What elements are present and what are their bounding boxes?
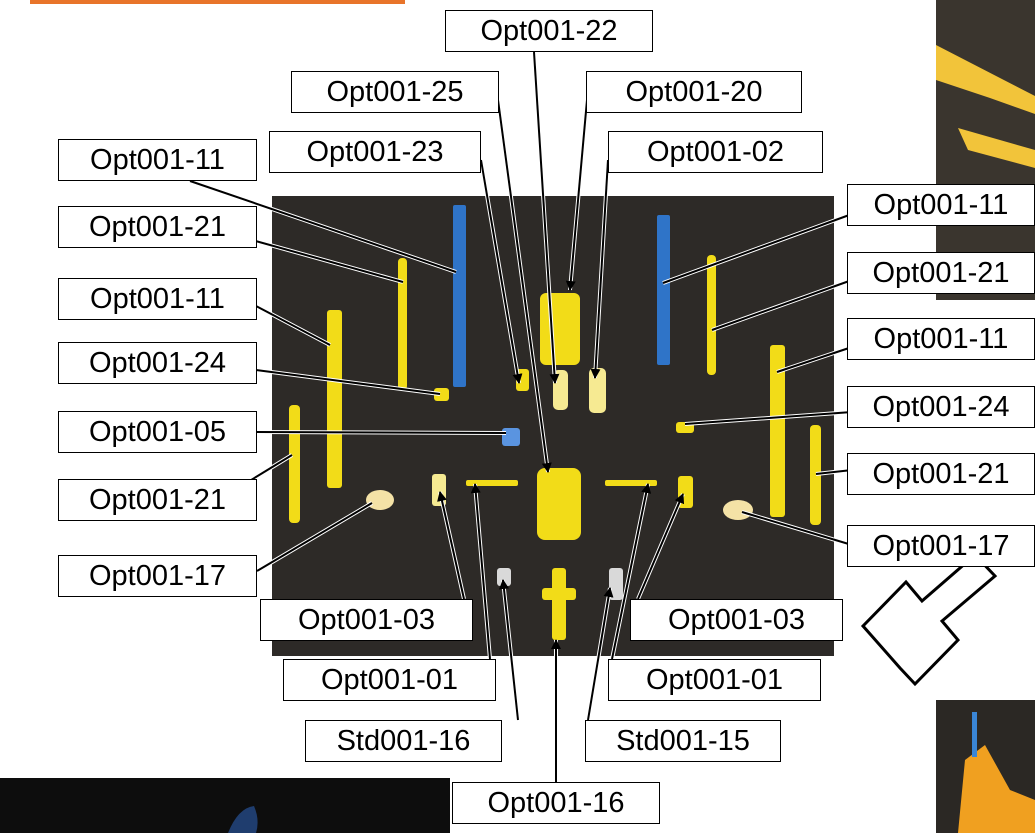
label-opt001-11-left-2: Opt001-11 [58, 278, 257, 320]
label-opt001-21-right-2: Opt001-21 [847, 453, 1035, 495]
leader-line-opt001-20 [565, 99, 588, 291]
part-blade-right-2 [770, 345, 785, 517]
leader-line-opt001-11-l2 [255, 305, 331, 346]
label-opt001-24-left: Opt001-24 [58, 342, 257, 384]
leader-line-opt001-25 [497, 99, 552, 473]
label-std001-16: Std001-16 [305, 720, 502, 762]
leader-line-opt001-21-r2 [815, 469, 853, 475]
part-blade-left-1 [398, 258, 407, 390]
part-armor-top [540, 293, 580, 365]
leader-line-opt001-03-l [437, 491, 465, 600]
leader-line-opt001-11-l1 [189, 180, 457, 273]
hollow-arrow-icon [860, 552, 998, 687]
part-hand-left [366, 490, 394, 510]
leader-line-opt001-21-l1 [251, 239, 404, 283]
part-peg-right [589, 368, 606, 413]
label-opt001-23: Opt001-23 [269, 131, 481, 173]
parts-photo [272, 196, 834, 656]
part-blade-left-3 [289, 405, 300, 523]
label-opt001-16: Opt001-16 [452, 782, 660, 824]
label-opt001-02: Opt001-02 [608, 131, 823, 173]
leader-line-opt001-11-r1 [662, 213, 853, 284]
label-opt001-21-left-1: Opt001-21 [58, 206, 257, 248]
label-opt001-21-right-1: Opt001-21 [847, 252, 1035, 294]
label-opt001-22: Opt001-22 [445, 10, 653, 52]
label-opt001-25: Opt001-25 [291, 71, 499, 113]
photo-inset-bottom-left [0, 778, 450, 833]
label-opt001-11-right-2: Opt001-11 [847, 318, 1035, 360]
label-opt001-03-right: Opt001-03 [630, 599, 843, 641]
part-blade-right-1 [707, 255, 716, 375]
part-blue-blade-right [657, 215, 670, 365]
header-accent-bar [30, 0, 405, 4]
leader-line-opt001-24-l [255, 369, 441, 395]
label-opt001-01-right: Opt001-01 [608, 659, 821, 701]
leader-line-opt001-23 [480, 159, 523, 384]
leader-line-opt001-21-r1 [711, 279, 853, 331]
label-std001-15: Std001-15 [585, 720, 781, 762]
part-cross-vertical [552, 568, 566, 640]
label-opt001-05: Opt001-05 [58, 411, 257, 453]
leader-line-opt001-02 [590, 159, 609, 379]
label-opt001-03-left: Opt001-03 [260, 599, 473, 641]
leader-line-opt001-01-r [611, 483, 652, 660]
leader-line-opt001-05 [256, 431, 507, 434]
label-opt001-11-left-1: Opt001-11 [58, 139, 257, 181]
leader-line-opt001-17-r [741, 511, 853, 546]
label-opt001-01-left: Opt001-01 [283, 659, 496, 701]
leader-line-std001-15 [587, 587, 614, 721]
label-opt001-11-right-1: Opt001-11 [847, 184, 1035, 226]
part-blade-right-3 [810, 425, 821, 525]
part-armor-center [537, 468, 581, 540]
leader-line-opt001-22 [533, 51, 560, 384]
leader-line-std001-16 [498, 579, 519, 721]
leader-line-opt001-01-l [470, 483, 491, 660]
label-opt001-17-right: Opt001-17 [847, 525, 1035, 567]
label-opt001-20: Opt001-20 [586, 71, 802, 113]
label-opt001-21-left-2: Opt001-21 [58, 479, 257, 521]
leader-line-opt001-03-r [637, 493, 685, 600]
part-grey-right [609, 568, 623, 600]
part-small-left [434, 388, 449, 401]
label-opt001-17-left: Opt001-17 [58, 555, 257, 597]
part-blue-blade-left [453, 205, 466, 387]
label-opt001-24-right: Opt001-24 [847, 386, 1035, 428]
part-cross-horizontal [542, 588, 576, 600]
leader-line-opt001-24-r [684, 411, 853, 425]
part-blade-left-2 [327, 310, 342, 488]
photo-inset-top-right [936, 0, 1035, 300]
leader-line-opt001-11-r2 [776, 346, 853, 373]
leader-line-opt001-17-l [256, 502, 373, 572]
leader-lines [189, 51, 853, 782]
part-blue-joint [502, 428, 520, 446]
photo-inset-bottom-right [936, 700, 1035, 833]
part-hand-right [723, 500, 753, 520]
